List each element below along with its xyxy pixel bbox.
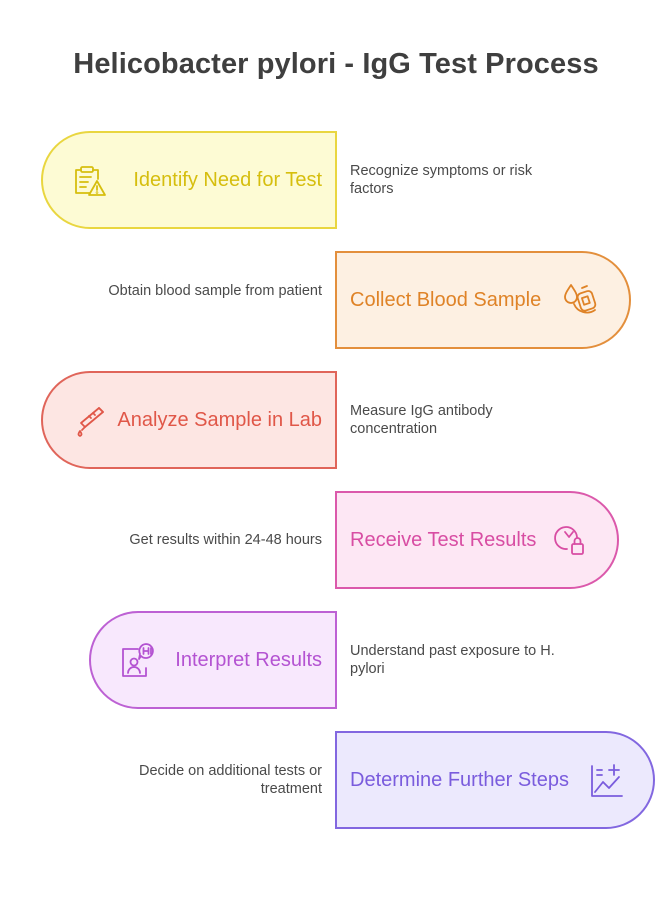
step-description: Obtain blood sample from patient <box>108 283 322 299</box>
page-title: Helicobacter pylori - IgG Test Process <box>73 48 599 80</box>
step-collect-blood: Collect Blood Sample <box>335 251 631 349</box>
step-label: Analyze Sample in Lab <box>117 409 322 431</box>
step-determine-further: Determine Further Steps <box>335 731 655 829</box>
step-description: Understand past exposure to H. pylori <box>350 643 555 677</box>
step-analyze-sample: Analyze Sample in Lab <box>41 371 337 469</box>
chart-plus-icon <box>591 764 623 797</box>
step-description: Measure IgG antibody concentration <box>350 403 493 437</box>
step-label: Interpret Results <box>175 649 322 671</box>
step-description: Recognize symptoms or risk factors <box>350 163 533 197</box>
step-label: Receive Test Results <box>350 529 537 551</box>
test-tube-icon <box>77 407 104 437</box>
step-identify-need: Identify Need for Test <box>41 131 337 229</box>
step-description: Decide on additional tests or treatment <box>139 763 322 797</box>
step-interpret-results: Interpret Results <box>89 611 337 709</box>
clipboard-warning-icon <box>75 166 106 196</box>
step-description: Get results within 24-48 hours <box>129 532 322 548</box>
step-label: Determine Further Steps <box>350 769 569 791</box>
clock-lock-icon <box>554 526 584 555</box>
blood-bag-icon <box>564 284 597 314</box>
doctor-chat-icon <box>122 643 154 677</box>
step-label: Identify Need for Test <box>133 169 322 191</box>
step-label: Collect Blood Sample <box>350 289 542 311</box>
step-receive-results: Receive Test Results <box>335 491 619 589</box>
